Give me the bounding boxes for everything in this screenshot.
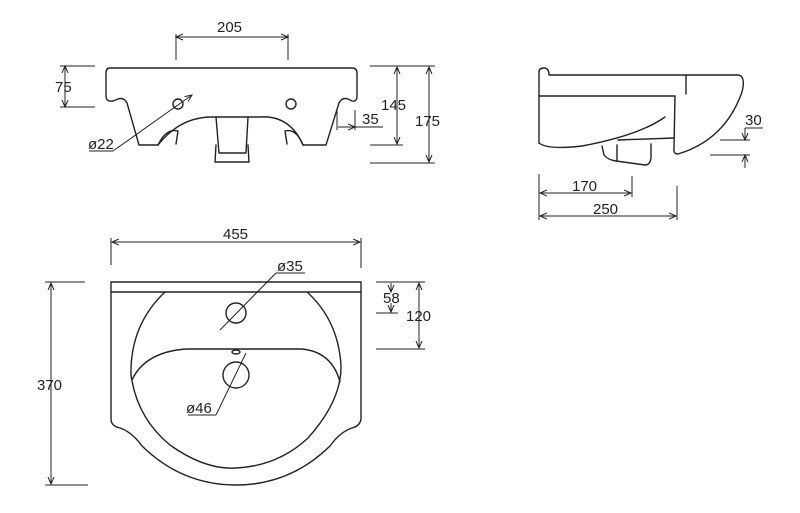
dim-tap-spacing: 205 bbox=[217, 19, 242, 36]
dim-tap-hole-offset: 58 bbox=[383, 290, 400, 307]
dim-bowl-depth: 170 bbox=[572, 178, 597, 195]
front-view: 205 75 ø22 35 145 175 bbox=[55, 19, 440, 164]
dim-width: 455 bbox=[223, 226, 248, 243]
dim-length: 370 bbox=[37, 377, 62, 394]
dim-hole-diameter: ø22 bbox=[88, 136, 114, 153]
dim-side-offset: 35 bbox=[362, 111, 379, 128]
dim-total-height: 175 bbox=[415, 113, 440, 130]
dim-height-to-bowl: 145 bbox=[381, 97, 406, 114]
dim-waste-diameter: ø46 bbox=[186, 400, 212, 417]
dim-overflow: 30 bbox=[745, 112, 762, 129]
dim-total-depth: 250 bbox=[593, 201, 618, 218]
dim-rim-height: 75 bbox=[55, 79, 72, 96]
side-view: 30 170 250 bbox=[538, 67, 763, 220]
dim-waste-offset: 120 bbox=[406, 308, 431, 325]
dim-tap-hole-diameter: ø35 bbox=[277, 258, 303, 275]
top-view: 455 370 ø35 ø46 58 120 bbox=[37, 226, 431, 486]
